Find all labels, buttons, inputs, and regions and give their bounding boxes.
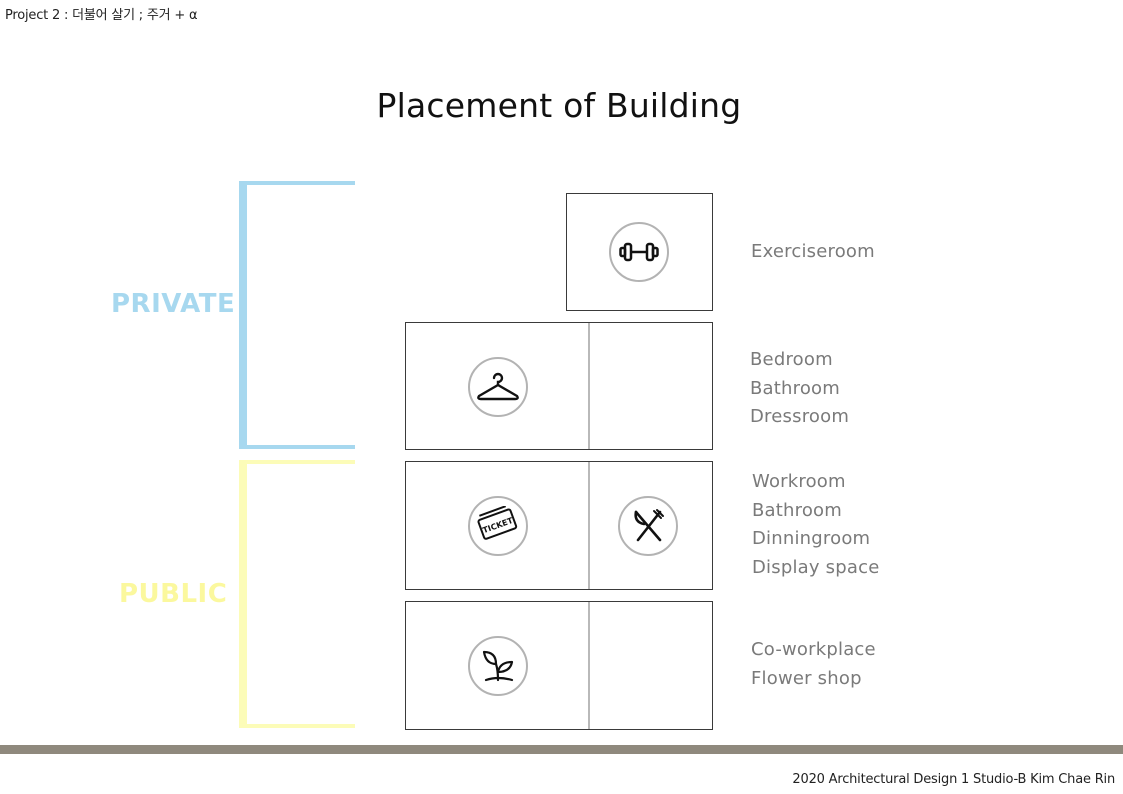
room-label: Dressroom <box>750 406 850 427</box>
hanger-icon <box>477 372 519 401</box>
room-label: Dinningroom <box>752 528 871 549</box>
room-list-floor-top: Exerciseroom <box>751 238 875 267</box>
fork-knife-icon <box>634 509 664 542</box>
room-list-floor-ground: Co-workplace Flower shop <box>751 636 876 693</box>
room-label: Flower shop <box>751 667 862 689</box>
floor-box-exerciseroom <box>566 193 713 311</box>
room-label: Bathroom <box>752 499 843 521</box>
room-list-floor-workroom: Workroom Bathroom Dinningroom Display sp… <box>752 468 879 582</box>
room-label: Workroom <box>752 471 846 492</box>
fork-knife-icon-circle <box>618 496 678 556</box>
public-zone-bracket <box>239 460 355 728</box>
room-label: Bedroom <box>750 349 833 370</box>
room-label: Display space <box>752 556 880 578</box>
room-label: Bathroom <box>750 377 841 399</box>
floor-box-bedroom <box>405 322 713 450</box>
public-zone-label: PUBLIC <box>119 579 228 609</box>
ticket-icon: TICKET <box>477 506 518 540</box>
room-list-floor-bedroom: Bedroom Bathroom Dressroom <box>750 346 849 432</box>
ticket-text: TICKET <box>482 516 515 535</box>
private-zone-bracket <box>239 181 355 449</box>
room-label: Exerciseroom <box>751 241 875 262</box>
ground-line <box>0 745 1123 754</box>
plant-sprout-icon-circle <box>468 636 528 696</box>
page-title: Placement of Building <box>376 86 742 125</box>
floor-divider <box>588 323 590 449</box>
ticket-icon-circle: TICKET <box>468 496 528 556</box>
project-header: Project 2 : 더불어 살기 ; 주거 + α <box>5 8 198 23</box>
plant-sprout-icon <box>482 650 514 682</box>
floor-divider <box>588 602 590 729</box>
hanger-icon-circle <box>468 357 528 417</box>
footer-credit: 2020 Architectural Design 1 Studio-B Kim… <box>792 772 1115 787</box>
dumbbell-icon <box>619 242 659 262</box>
private-zone-label: PRIVATE <box>111 289 236 319</box>
floor-divider <box>588 462 590 589</box>
dumbbell-icon-circle <box>609 222 669 282</box>
floor-box-coworkplace <box>405 601 713 730</box>
room-label: Co-workplace <box>751 639 876 660</box>
floor-box-workroom: TICKET <box>405 461 713 590</box>
